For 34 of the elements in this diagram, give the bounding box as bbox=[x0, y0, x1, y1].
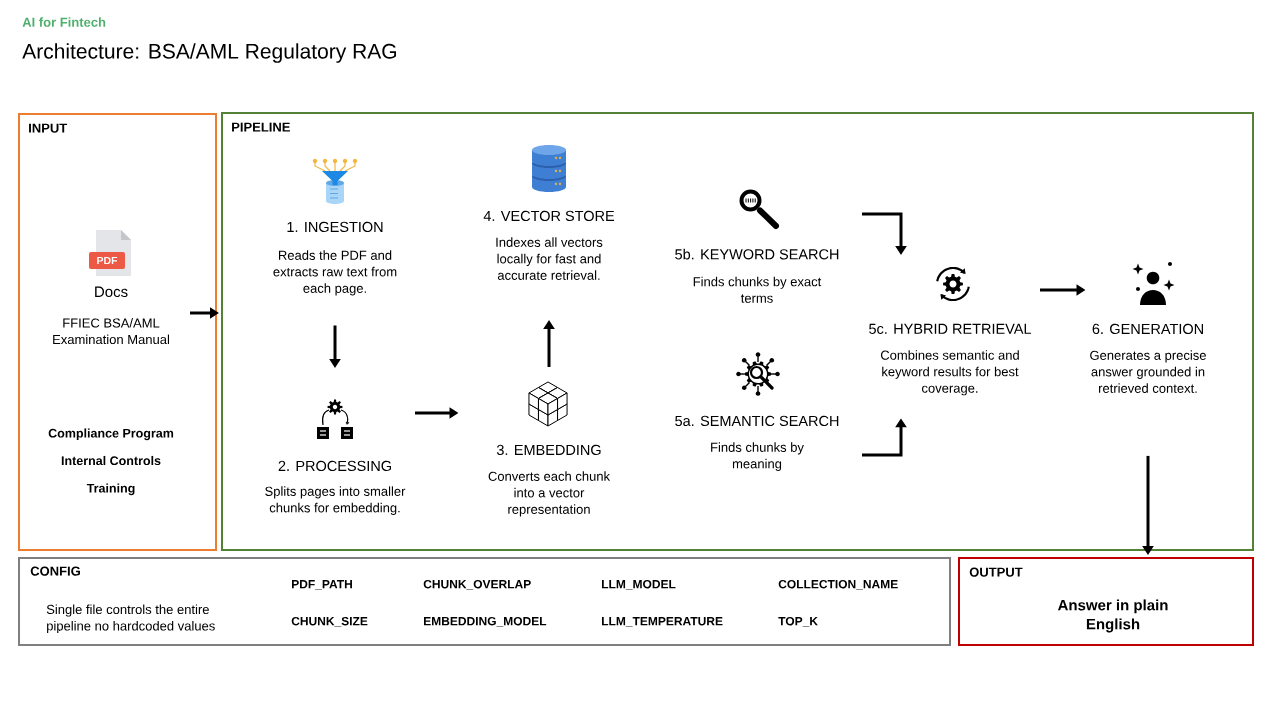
config-key: LLM_TEMPERATURE bbox=[602, 617, 723, 627]
step-title: 1. INGESTION bbox=[287, 221, 383, 233]
list-item: Training bbox=[86, 483, 135, 496]
step-description: Generates a precise answer grounded in retrieved context. bbox=[1090, 350, 1206, 393]
source-title: Docs bbox=[95, 286, 128, 298]
config-key: CHUNK_OVERLAP bbox=[423, 579, 531, 590]
list-item: Internal Controls bbox=[61, 455, 161, 466]
step-title: 6. GENERATION bbox=[1092, 323, 1203, 335]
page-title: Architecture: BSA/AML Regulatory RAG bbox=[22, 43, 396, 63]
step-title: 5a. SEMANTIC SEARCH bbox=[675, 415, 839, 427]
step-title: 5c. HYBRID RETRIEVAL bbox=[869, 323, 1032, 334]
source-description: FFIEC BSA/AML Examination Manual bbox=[53, 318, 169, 345]
config-key: COLLECTION_NAME bbox=[778, 579, 898, 590]
config-key: PDF_PATH bbox=[292, 580, 352, 590]
config-key: EMBEDDING_MODEL bbox=[424, 616, 547, 627]
file-type-badge: PDF bbox=[89, 252, 125, 269]
step-title: 5b. KEYWORD SEARCH bbox=[675, 248, 839, 260]
list-item: Compliance Program bbox=[48, 428, 174, 441]
step-description: Finds chunks by meaning bbox=[711, 442, 804, 471]
step-description: Converts each chunk into a vector representation bbox=[488, 471, 611, 517]
step-title: 4. VECTOR STORE bbox=[483, 210, 615, 222]
step-title: 2. PROCESSING bbox=[278, 460, 391, 472]
step-title: 3. EMBEDDING bbox=[496, 444, 601, 456]
description: Single file controls the entire pipeline no hardcoded values bbox=[46, 604, 215, 634]
subtitle: AI for Fintech bbox=[22, 17, 106, 27]
step-description: Indexes all vectors locally for fast and accurate retrieval. bbox=[496, 237, 603, 280]
config-key: TOP_K bbox=[778, 616, 818, 627]
config-key: LLM_MODEL bbox=[602, 579, 676, 590]
step-description: Finds chunks by exact terms bbox=[693, 276, 822, 303]
config-key: CHUNK_SIZE bbox=[291, 616, 368, 627]
step-description: Combines semantic and keyword results for best coverage. bbox=[880, 350, 1019, 396]
step-description: Reads the PDF and extracts raw text from each page. bbox=[273, 250, 397, 296]
answer-text: Answer in plain English bbox=[1057, 599, 1168, 633]
step-description: Splits pages into smaller chunks for embedding. bbox=[265, 486, 406, 515]
